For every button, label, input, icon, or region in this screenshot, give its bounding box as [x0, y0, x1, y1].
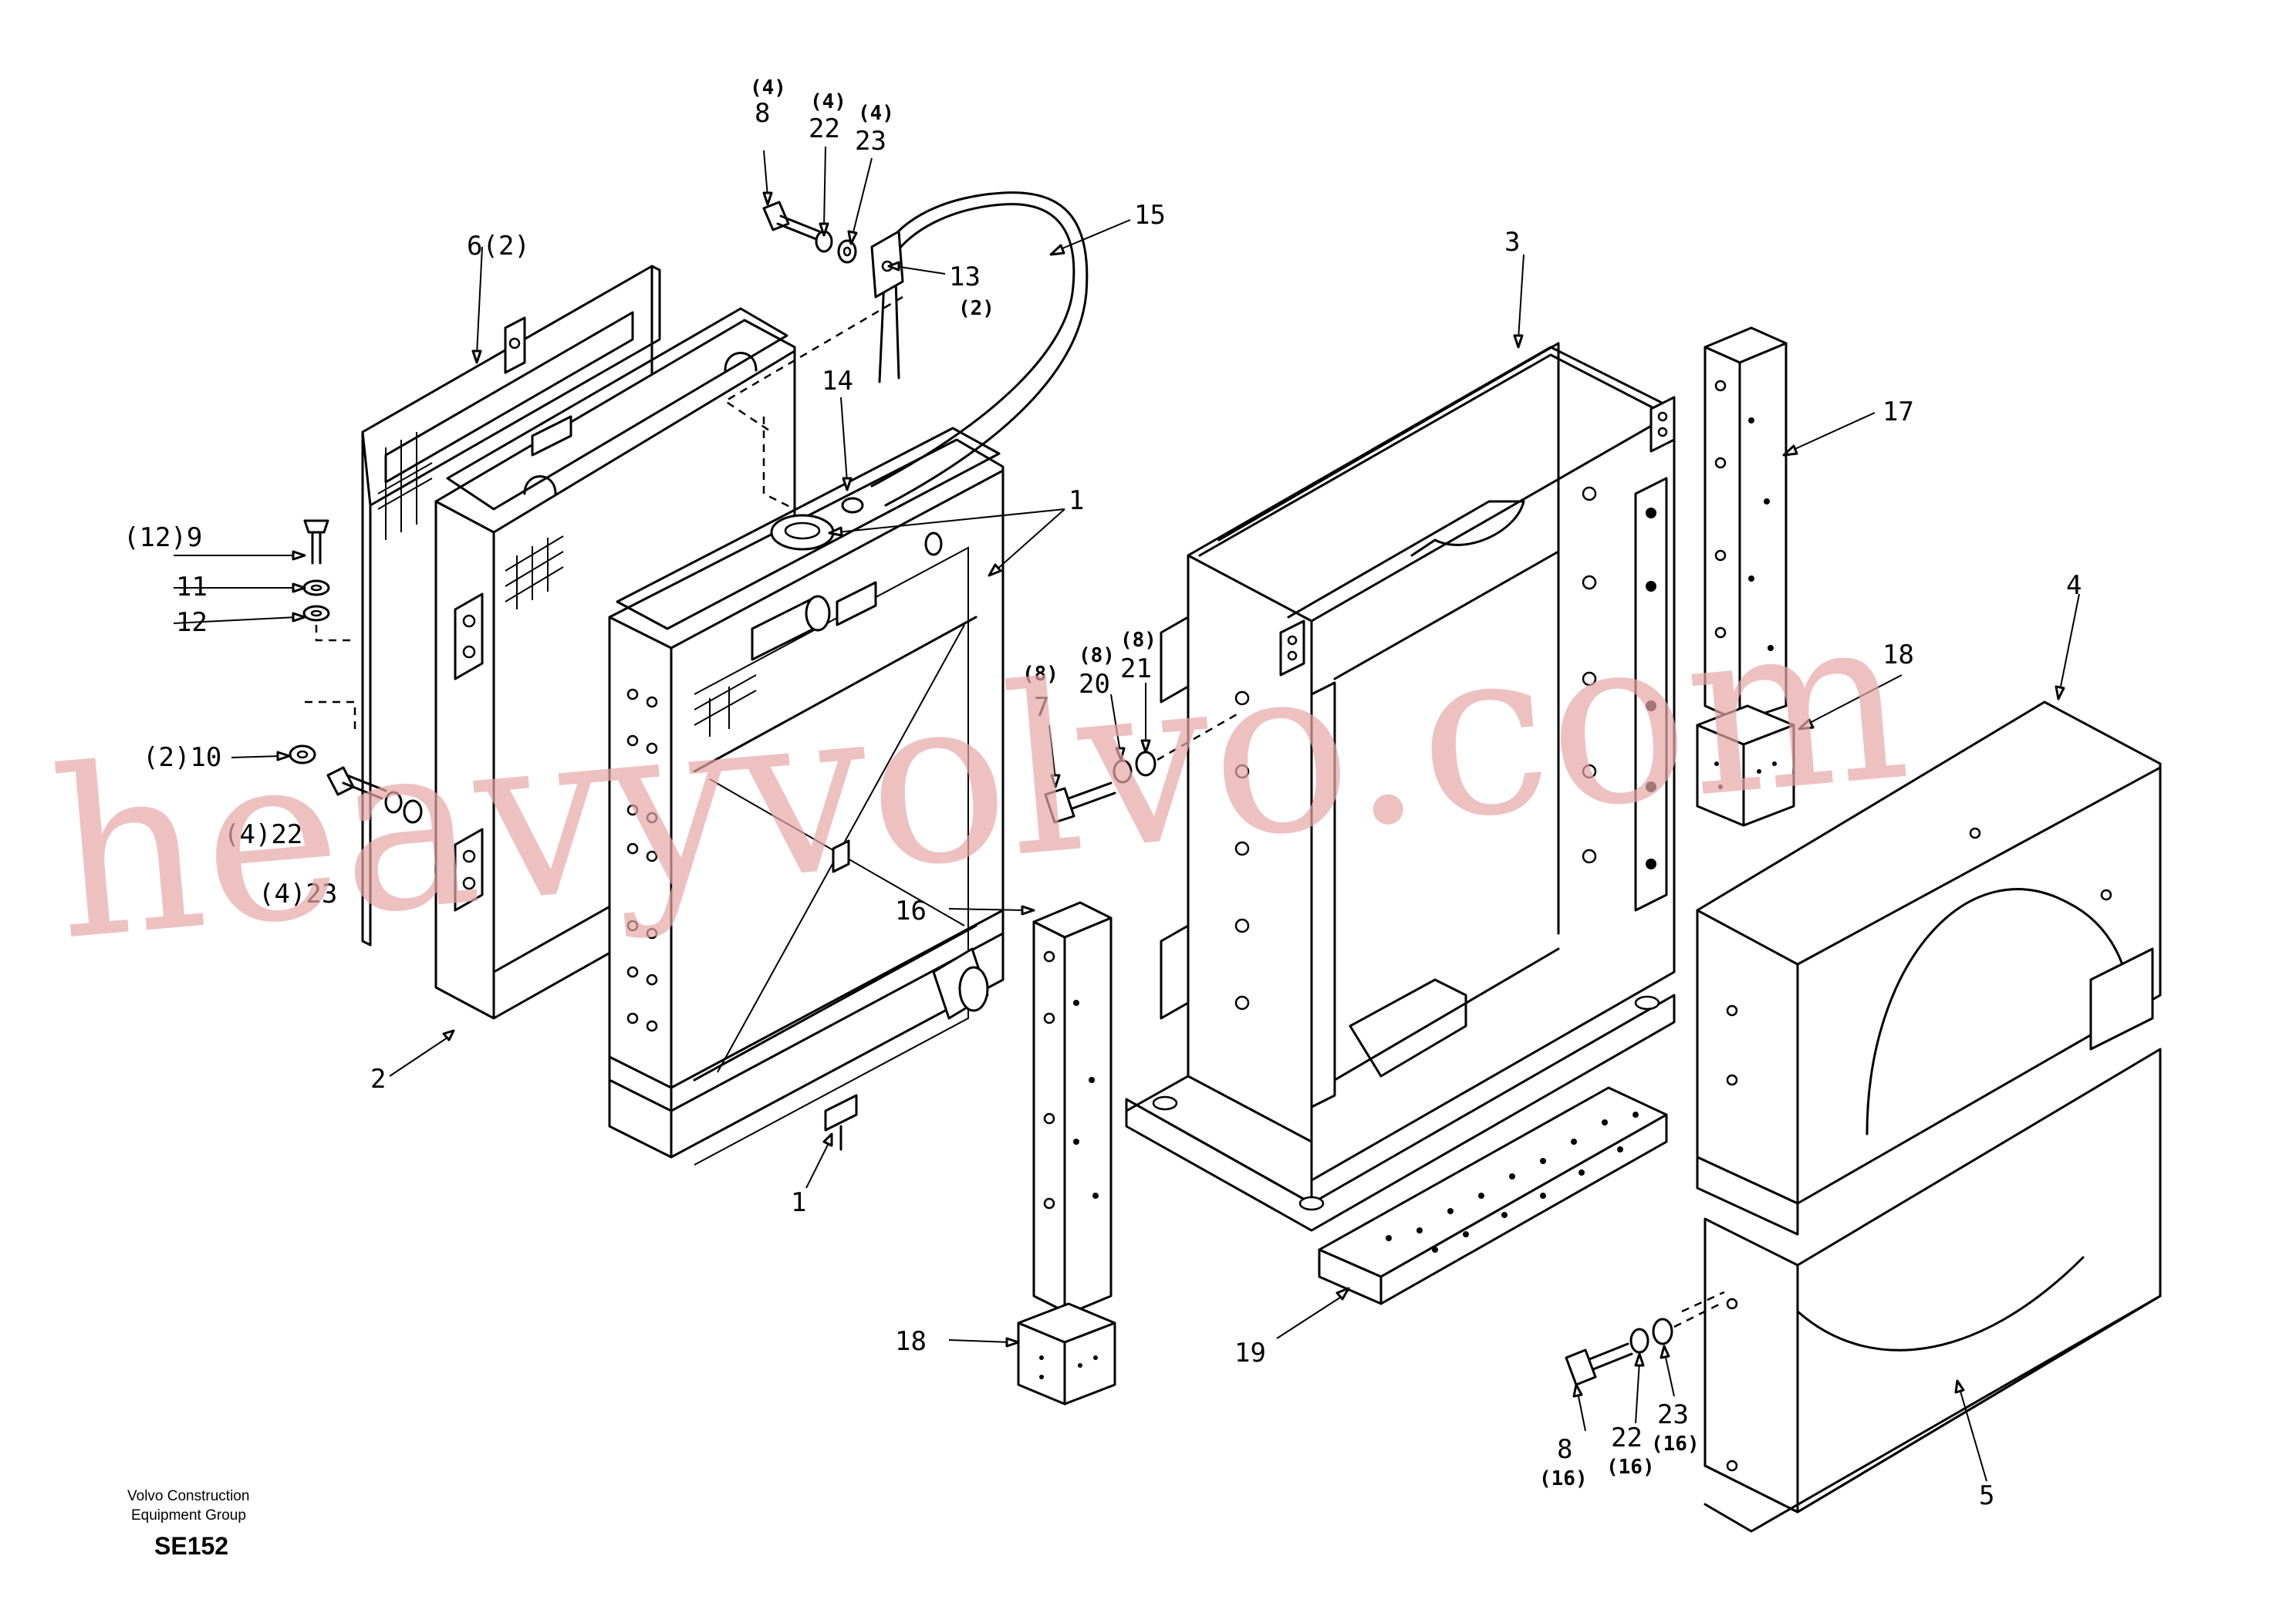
part-1-radiator: [608, 427, 1004, 1166]
label-1-bottom: 1: [791, 1187, 806, 1218]
middle-fasteners: [1044, 712, 1239, 824]
part-18-block-left: [1017, 1302, 1116, 1406]
qty-23-top: (4): [858, 102, 894, 125]
label-2: 2: [370, 1064, 386, 1095]
top-fasteners: [762, 201, 857, 264]
part-16-bracket: [1032, 901, 1113, 1317]
label-11: 11: [176, 572, 208, 602]
label-23-top: 23: [855, 126, 886, 157]
label-5: 5: [1979, 1480, 1994, 1511]
label-15: 15: [1134, 200, 1166, 231]
part-15-hose: [723, 191, 1089, 511]
label-18-left: 18: [895, 1326, 927, 1357]
qty-7: (8): [1022, 663, 1059, 686]
label-18-right: 18: [1882, 640, 1914, 670]
part-3-shroud: [1125, 342, 1676, 1232]
part-5-fan-shroud-lower: [1681, 1048, 2162, 1533]
label-10: (2)10: [143, 742, 221, 773]
left-fasteners: [289, 519, 423, 824]
qty-22-bottom: (16): [1606, 1456, 1655, 1479]
label-6: 6(2): [467, 231, 530, 262]
label-23-left: (4)23: [258, 879, 337, 910]
lower-right-fasteners: [1565, 1302, 1721, 1386]
label-19: 19: [1234, 1338, 1266, 1369]
company-line-1: Volvo Construction: [127, 1488, 249, 1504]
part-4-fan-shroud-upper: [1696, 700, 2162, 1236]
label-12: 12: [176, 607, 208, 638]
label-23-bottom: 23: [1657, 1399, 1689, 1430]
part-17-bracket: [1703, 326, 1788, 723]
label-4: 4: [2066, 570, 2082, 601]
qty-23-bottom: (16): [1651, 1433, 1700, 1456]
company-line-2: Equipment Group: [131, 1507, 246, 1524]
qty-20: (8): [1079, 644, 1115, 667]
label-22-bottom: 22: [1611, 1423, 1643, 1453]
part-19-base-plate: [1318, 1086, 1668, 1305]
label-22-top: 22: [809, 113, 840, 144]
part-18-block-right: [1696, 704, 1795, 827]
leader-arrows: [173, 146, 2080, 1482]
label-17: 17: [1882, 397, 1914, 427]
label-3: 3: [1504, 227, 1520, 258]
qty-8-bottom: (16): [1539, 1467, 1588, 1490]
label-1-top: 1: [1069, 485, 1084, 516]
qty-8-top: (4): [750, 76, 786, 100]
label-7: 7: [1034, 692, 1049, 723]
label-16: 16: [895, 896, 927, 926]
label-13: 13: [949, 262, 981, 292]
qty-13: (2): [958, 297, 994, 320]
label-20: 20: [1079, 669, 1110, 700]
label-8-top: 8: [755, 98, 770, 129]
label-22-left: (4)22: [224, 819, 302, 850]
qty-21: (8): [1120, 629, 1156, 652]
callout-labels: (4) 8 (4) 22 (4) 23 15 13 (2) 6(2) 14 1 …: [123, 76, 2082, 1511]
qty-22-top: (4): [810, 90, 846, 113]
label-21: 21: [1120, 653, 1152, 684]
label-14: 14: [822, 366, 853, 397]
part-14-cap: [841, 497, 864, 514]
diagram-code: SE152: [154, 1532, 228, 1560]
label-8-bottom: 8: [1557, 1434, 1572, 1465]
label-9: (12)9: [123, 522, 202, 553]
